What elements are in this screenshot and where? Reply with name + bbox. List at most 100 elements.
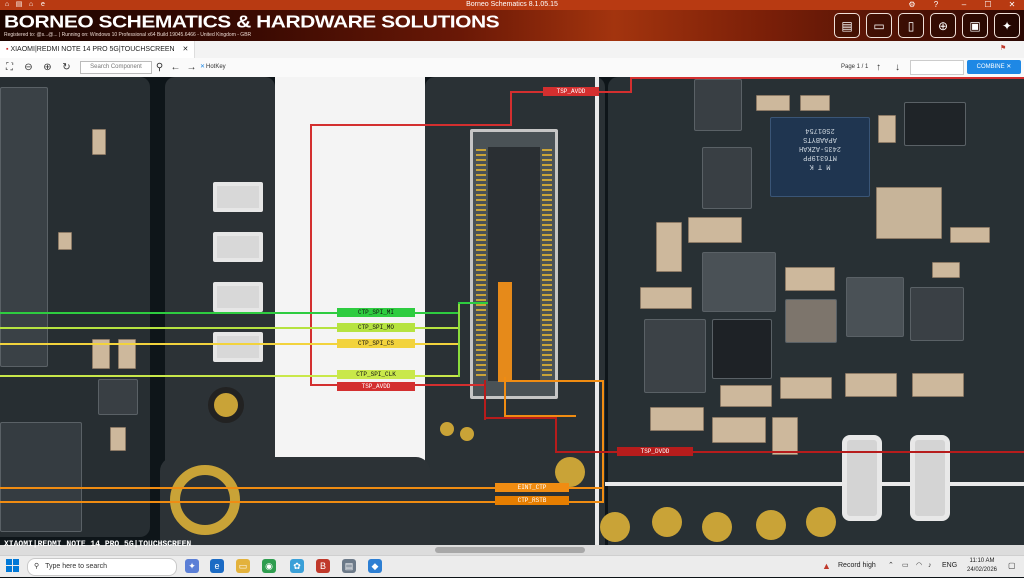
board-canvas[interactable]: M T K MT6319PP 2435-AZKAH APAABYTS 2S017… [0,77,1024,555]
net-trace-tsp-avdd[interactable] [630,77,1024,79]
capacitor[interactable] [912,373,964,397]
capacitor[interactable] [720,385,772,407]
inductor[interactable] [644,319,706,393]
ic-chip[interactable] [98,379,138,415]
schematic-button[interactable]: ▤ [834,13,860,38]
capacitor[interactable] [640,287,692,309]
net-filter-input[interactable] [910,60,964,75]
settings-button[interactable]: ✦ [994,13,1020,38]
net-trace-spi-bus[interactable] [458,302,488,304]
user-badge-icon[interactable]: ⚑ [1000,45,1007,52]
test-pad[interactable] [652,507,682,537]
file-explorer-icon[interactable]: ▭ [236,559,250,573]
net-trace-ctp-rstb[interactable] [504,377,506,417]
windows-start-icon[interactable] [6,559,20,573]
capacitor[interactable] [756,95,790,111]
ic-chip[interactable] [712,319,772,379]
net-trace-ctp-rstb[interactable] [504,415,576,417]
net-trace-tsp-avdd[interactable] [510,91,512,126]
fit-screen-icon[interactable]: ⛶ [6,62,13,73]
net-trace-tsp-dvdd[interactable] [555,417,557,453]
test-pad[interactable] [806,507,836,537]
inductor[interactable] [785,299,837,343]
test-pad[interactable] [460,427,474,441]
chrome-icon[interactable]: ◉ [262,559,276,573]
copilot-icon[interactable]: ✦ [185,559,199,573]
capacitor[interactable] [785,267,835,291]
close-window-button[interactable]: ✕ [1008,0,1016,9]
capacitor[interactable] [950,227,990,243]
capacitor[interactable] [656,222,682,272]
tab-touchscreen[interactable]: ▪ XIAOMI|REDMI NOTE 14 PRO 5G|TOUCHSCREE… [0,41,196,58]
help-icon[interactable]: ? [933,0,939,9]
board-view-button[interactable]: ▭ [866,13,892,38]
pmic-chip[interactable] [770,117,870,197]
spring-contact[interactable] [842,435,882,521]
capacitor[interactable] [780,377,832,399]
net-trace-tsp-dvdd[interactable] [555,451,1024,453]
app-icon[interactable]: ✿ [290,559,304,573]
capacitor[interactable] [800,95,830,111]
net-trace-tsp-avdd[interactable] [310,124,512,126]
zoom-tool-button[interactable]: ⊕ [930,13,956,38]
net-trace-ctp-spi-mi[interactable] [0,312,460,314]
page-up-icon[interactable]: ↑ [876,62,881,73]
zoom-out-icon[interactable]: ⊖ [24,62,33,73]
shield-can[interactable] [0,87,48,367]
hotkey-toggle-icon[interactable]: ✕ [200,64,206,70]
back-arrow-icon[interactable]: ← [170,62,181,73]
language-indicator[interactable]: ENG [942,562,958,569]
capacitor[interactable] [92,339,110,369]
net-trace-tsp-dvdd[interactable] [484,380,486,420]
net-trace-tsp-dvdd[interactable] [484,417,556,419]
capacitor[interactable] [878,115,896,143]
inductor[interactable] [694,79,742,131]
spring-contact[interactable] [910,435,950,521]
net-label-ctp-spi-cs[interactable]: CTP_SPI_CS [337,339,415,348]
minimize-button[interactable]: – [961,0,967,9]
ic-chip[interactable] [846,277,904,337]
capacitor[interactable] [110,427,126,451]
page-down-icon[interactable]: ↓ [895,62,900,73]
home-icon[interactable]: ⌂ [28,1,34,8]
net-label-ctp-spi-mo[interactable]: CTP_SPI_MO [337,323,415,332]
record-high-label[interactable]: Record high [838,562,876,569]
combine-button[interactable]: COMBINE ✕ [967,60,1021,74]
capacitor[interactable] [932,262,960,278]
capacitor[interactable] [688,217,742,243]
net-label-tsp-dvdd[interactable]: TSP_DVDD [617,447,693,456]
net-label-tsp-avdd[interactable]: TSP_AVDD [337,382,415,391]
network-icon[interactable]: ▭ [902,562,909,569]
net-label-ctp-spi-mi[interactable]: CTP_SPI_MI [337,308,415,317]
spring-contact[interactable] [213,282,263,312]
net-label-ctp-rstb[interactable]: CTP_RSTB [495,496,569,505]
edge-icon[interactable]: e [210,559,224,573]
test-pad[interactable] [555,457,585,487]
net-trace-ctp-rstb[interactable] [0,501,604,503]
net-trace-ctp-spi-cs[interactable] [0,343,460,345]
clock[interactable]: 11:10 AM 24/02/2026 [960,557,1004,575]
layers-button[interactable]: ▣ [962,13,988,38]
capacitor[interactable] [845,373,897,397]
search-component-input[interactable]: Search Component [80,61,152,74]
test-pad[interactable] [756,510,786,540]
net-trace-ctp-spi-clk[interactable] [0,375,460,377]
net-trace-eint-ctp[interactable] [504,380,604,382]
borneo-app-icon[interactable]: B [316,559,330,573]
inductor[interactable] [702,252,776,312]
ic-chip[interactable] [0,422,82,532]
app-icon[interactable]: ◆ [368,559,382,573]
net-trace-ctp-spi-mo[interactable] [0,327,460,329]
capacitor[interactable] [712,417,766,443]
ic-chip[interactable] [904,102,966,146]
capacitor[interactable] [772,417,798,455]
ic-chip[interactable] [910,287,964,341]
hotkey-label[interactable]: HotKey [206,64,226,70]
tray-chevron-icon[interactable]: ⌃ [888,562,894,569]
app-home-icon[interactable]: ⌂ [4,1,10,8]
capacitor[interactable] [650,407,704,431]
spring-contact[interactable] [213,182,263,212]
test-pad[interactable] [600,512,630,542]
net-trace-tsp-avdd[interactable] [310,124,312,386]
zoom-in-icon[interactable]: ⊕ [43,62,52,73]
